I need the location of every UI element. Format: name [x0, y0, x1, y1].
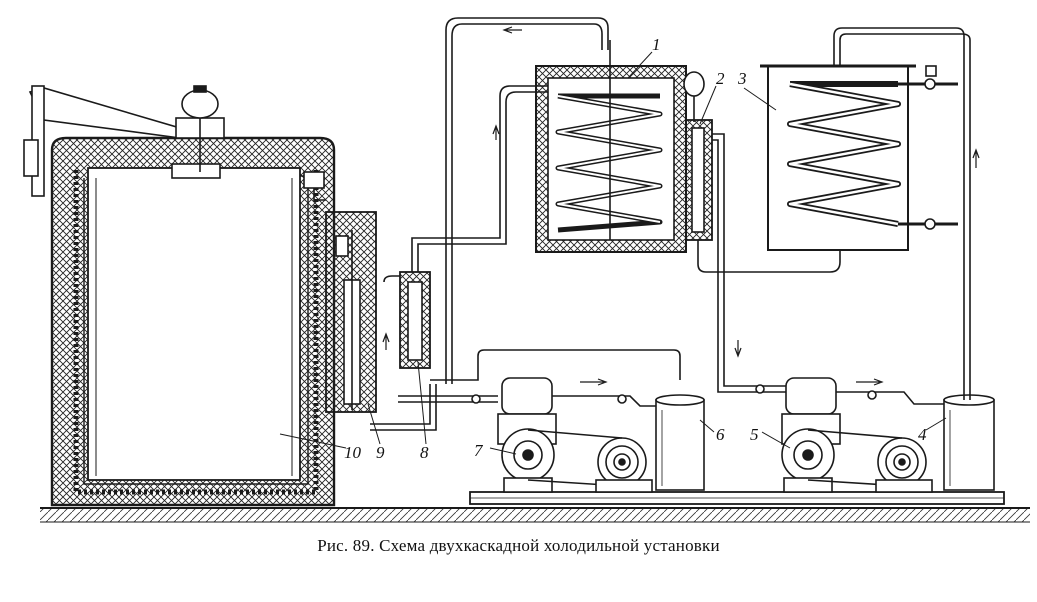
receiver-6 [655, 394, 705, 491]
label-4: 4 [918, 425, 927, 444]
motor-7 [527, 429, 653, 493]
label-7: 7 [474, 441, 484, 460]
cascade-condenser-1 [535, 40, 687, 253]
piping [300, 17, 971, 431]
compressor-7 [497, 377, 557, 493]
heat-exchanger-9 [325, 211, 377, 413]
label-10: 10 [344, 443, 362, 462]
label-2: 2 [716, 69, 725, 88]
condenser-3 [760, 64, 958, 251]
thermostat-bracket [23, 85, 225, 197]
receiver-4 [943, 394, 995, 491]
label-8: 8 [420, 443, 429, 462]
label-5: 5 [750, 425, 759, 444]
ground-line [40, 507, 1030, 523]
label-3: 3 [737, 69, 747, 88]
label-1: 1 [652, 35, 661, 54]
flow-arrows [382, 26, 980, 386]
figure-caption: Рис. 89. Схема двухкаскадной холодильной… [317, 536, 720, 555]
base-frame [469, 491, 1005, 505]
heat-exchanger-2 [683, 71, 713, 241]
component-labels: 1 2 3 4 5 6 7 8 9 10 [344, 35, 927, 462]
leader-lines [279, 51, 947, 455]
heat-exchanger-8 [383, 271, 431, 369]
label-9: 9 [376, 443, 385, 462]
label-6: 6 [716, 425, 725, 444]
insulated-chamber [50, 136, 336, 507]
compressor-5 [781, 377, 841, 493]
motor-5 [807, 429, 933, 493]
